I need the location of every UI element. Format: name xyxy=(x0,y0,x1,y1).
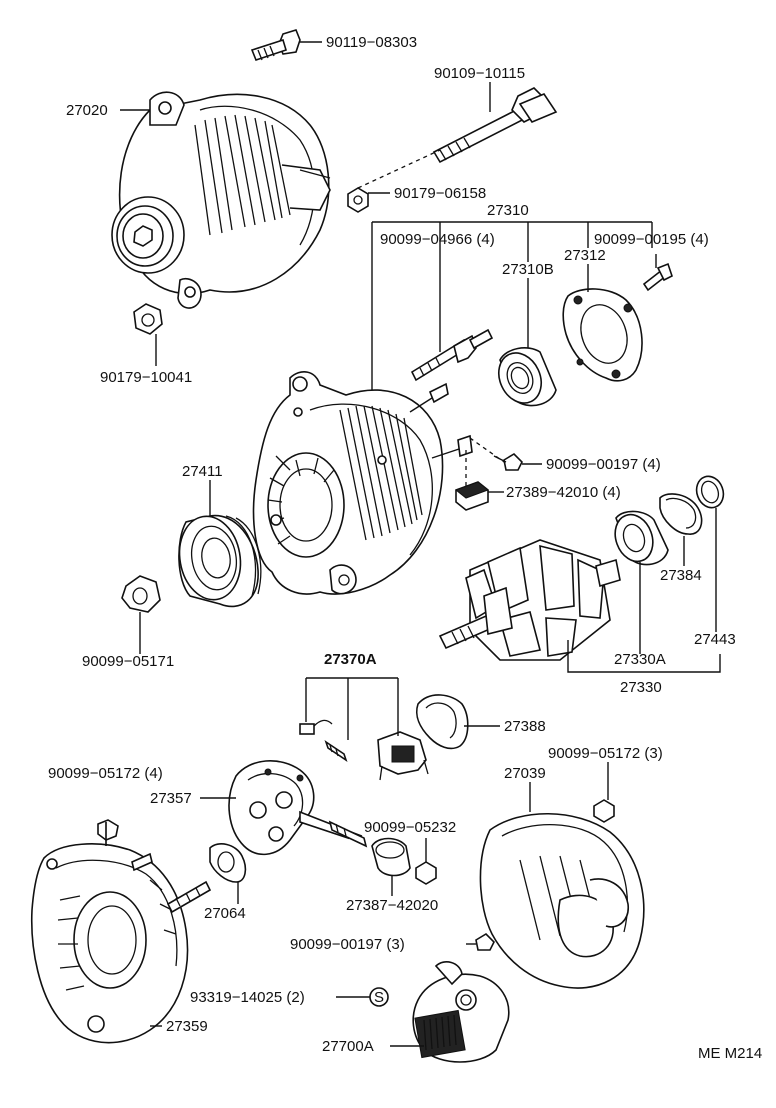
label-27359: 27359 xyxy=(166,1018,208,1035)
label-27700A: 27700A xyxy=(322,1038,374,1055)
label-90099-00195: 90099−00195 (4) xyxy=(594,231,709,248)
label-27020: 27020 xyxy=(66,102,108,119)
cover-27388 xyxy=(415,694,469,750)
pulley-27411 xyxy=(178,514,262,608)
label-27330A: 27330A xyxy=(614,651,666,668)
stud-90099-04966 xyxy=(410,328,494,382)
drive-end-frame-27310 xyxy=(252,371,444,595)
rectifier-27357 xyxy=(228,760,363,856)
cover-27384 xyxy=(659,493,703,535)
nut-90099-05171 xyxy=(121,575,161,613)
screw-90099-00197-lower xyxy=(475,932,495,951)
brush-holder xyxy=(377,731,429,781)
rear-cover-27039 xyxy=(479,812,645,989)
nut-90179-10041 xyxy=(133,303,163,335)
label-90119-08303: 90119−08303 xyxy=(326,34,417,51)
label-90099-05171: 90099−05171 xyxy=(82,653,174,670)
plate-27064 xyxy=(209,843,247,883)
screw-90099-00197-upper xyxy=(493,452,523,471)
label-27370A: 27370A xyxy=(324,651,377,668)
bearing-27330A xyxy=(614,510,669,566)
bolt-90099-05232 xyxy=(328,820,368,848)
insulator-27389-42010 xyxy=(454,481,490,511)
label-90109-10115: 90109−10115 xyxy=(434,65,525,82)
leader-lines xyxy=(105,41,721,1047)
label-93319-14025: 93319−14025 (2) xyxy=(190,989,305,1006)
terminal-leads xyxy=(409,382,473,459)
label-27039: 27039 xyxy=(504,765,546,782)
nut-90099-05172-4 xyxy=(97,819,119,841)
label-90099-00197-upper: 90099−00197 (4) xyxy=(546,456,661,473)
label-90099-00197-lower: 90099−00197 (3) xyxy=(290,936,405,953)
regulator-27700A xyxy=(412,961,510,1063)
bearing-27310B xyxy=(498,347,557,407)
label-90099-05232: 90099−05232 xyxy=(364,819,456,836)
label-27389-42010: 27389−42010 (4) xyxy=(506,484,621,501)
label-27330: 27330 xyxy=(620,679,662,696)
retainer-plate-27312 xyxy=(562,288,643,382)
rear-frame-27359 xyxy=(30,843,212,1044)
bushing-27387-42020 xyxy=(371,837,411,877)
label-27411: 27411 xyxy=(182,463,223,480)
long-bolt-90109-10115 xyxy=(432,87,558,164)
nut-90099-05172-3 xyxy=(593,799,615,823)
label-90179-06158: 90179−06158 xyxy=(394,185,486,202)
label-27443: 27443 xyxy=(694,631,736,648)
nut-90179-06158 xyxy=(347,187,369,213)
nut-near-27387 xyxy=(415,861,437,885)
label-90179-10041: 90179−10041 xyxy=(100,369,192,386)
label-27310: 27310 xyxy=(487,202,529,219)
label-27388: 27388 xyxy=(504,718,546,735)
washer-93319-14025: S xyxy=(369,987,389,1007)
label-27310B: 27310B xyxy=(502,261,554,278)
label-27064: 27064 xyxy=(204,905,246,922)
label-90099-05172-3: 90099−05172 (3) xyxy=(548,745,663,762)
label-90099-04966: 90099−04966 (4) xyxy=(380,231,495,248)
label-90099-05172-4: 90099−05172 (4) xyxy=(48,765,163,782)
rotor-27330 xyxy=(438,539,621,661)
part-number-labels: 90119−08303 90109−10115 27020 90179−0615… xyxy=(48,34,762,1062)
label-27387-42020: 27387−42020 xyxy=(346,897,438,914)
brush-set-27370A xyxy=(299,719,348,762)
ring-27443 xyxy=(695,475,725,509)
screw-90099-00195 xyxy=(642,262,673,292)
label-27384: 27384 xyxy=(660,567,702,584)
label-27312: 27312 xyxy=(564,247,606,264)
label-27357: 27357 xyxy=(150,790,192,807)
drawing-code: ME M214 xyxy=(698,1045,762,1062)
bolt-90119-08303 xyxy=(250,29,301,61)
alternator-assembly-27020 xyxy=(111,91,331,309)
washer-letter: S xyxy=(374,989,384,1006)
